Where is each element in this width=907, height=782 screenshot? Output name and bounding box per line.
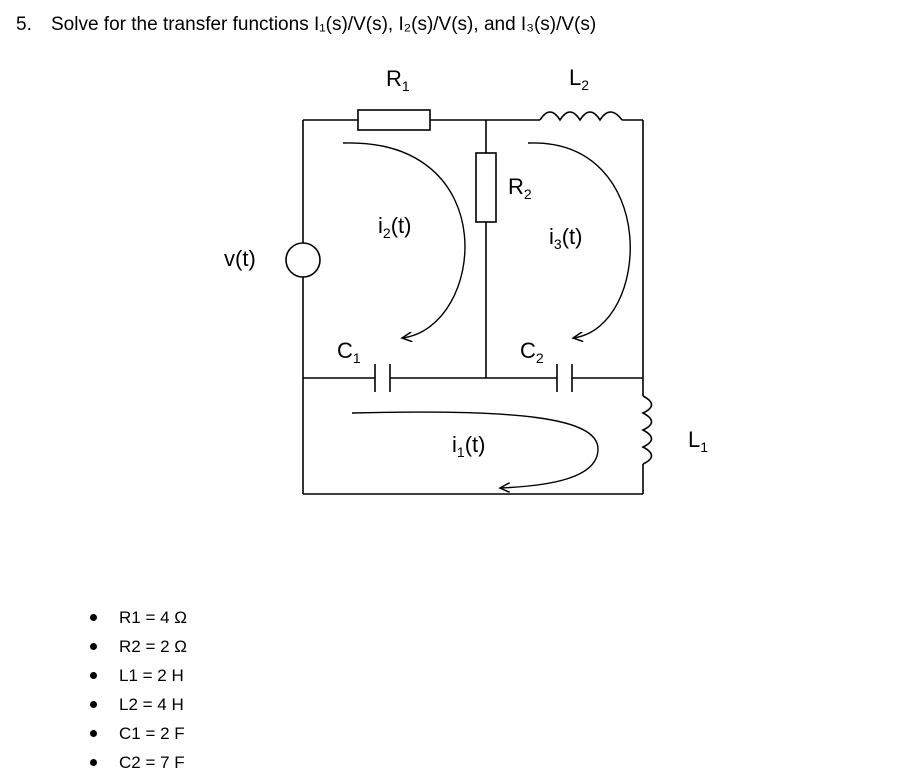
label-c2: C2 <box>520 338 544 366</box>
voltage-source <box>285 242 321 278</box>
source-label: v(t) <box>224 246 256 271</box>
inductor-l2 <box>539 111 623 122</box>
bullet-icon <box>90 672 97 679</box>
label-c1: C1 <box>337 338 361 366</box>
label-i1: i1(t) <box>452 432 485 460</box>
bullet-icon <box>90 730 97 737</box>
resistor-r1 <box>357 109 431 131</box>
label-l1: L1 <box>688 427 708 455</box>
label-r1: R1 <box>386 66 410 94</box>
label-i2: i2(t) <box>378 213 411 241</box>
label-i3: i3(t) <box>549 224 582 252</box>
list-item: C2 = 7 F <box>90 748 187 777</box>
resistor-r2 <box>475 152 497 223</box>
label-l2: L2 <box>569 65 589 93</box>
bullet-icon <box>90 643 97 650</box>
problem-statement: 5. Solve for the transfer functions I₁(s)… <box>16 14 596 36</box>
current-loop-i1-arrow <box>351 411 599 488</box>
circuit-diagram: v(t) R1 L2 R2 C1 C2 L1 i2(t) i3(t) i1(t) <box>224 65 708 495</box>
list-item: R1 = 4 Ω <box>90 603 187 632</box>
bullet-icon <box>90 614 97 621</box>
capacitor-c1 <box>374 364 391 392</box>
problem-text: Solve for the transfer functions I₁(s)/V… <box>51 14 597 35</box>
capacitor-c2 <box>556 364 573 392</box>
inductor-l1 <box>641 395 653 465</box>
label-r2: R2 <box>508 174 532 202</box>
list-item: C1 = 2 F <box>90 719 187 748</box>
problem-number: 5. <box>16 14 32 35</box>
current-loop-i3-arrow <box>527 142 631 338</box>
current-loop-i2-arrow <box>342 142 466 338</box>
bullet-icon <box>90 759 97 766</box>
component-values-list: R1 = 4 Ω R2 = 2 Ω L1 = 2 H L2 = 4 H C1 =… <box>90 603 187 777</box>
list-item: L1 = 2 H <box>90 661 187 690</box>
list-item: R2 = 2 Ω <box>90 632 187 661</box>
bullet-icon <box>90 701 97 708</box>
list-item: L2 = 4 H <box>90 690 187 719</box>
